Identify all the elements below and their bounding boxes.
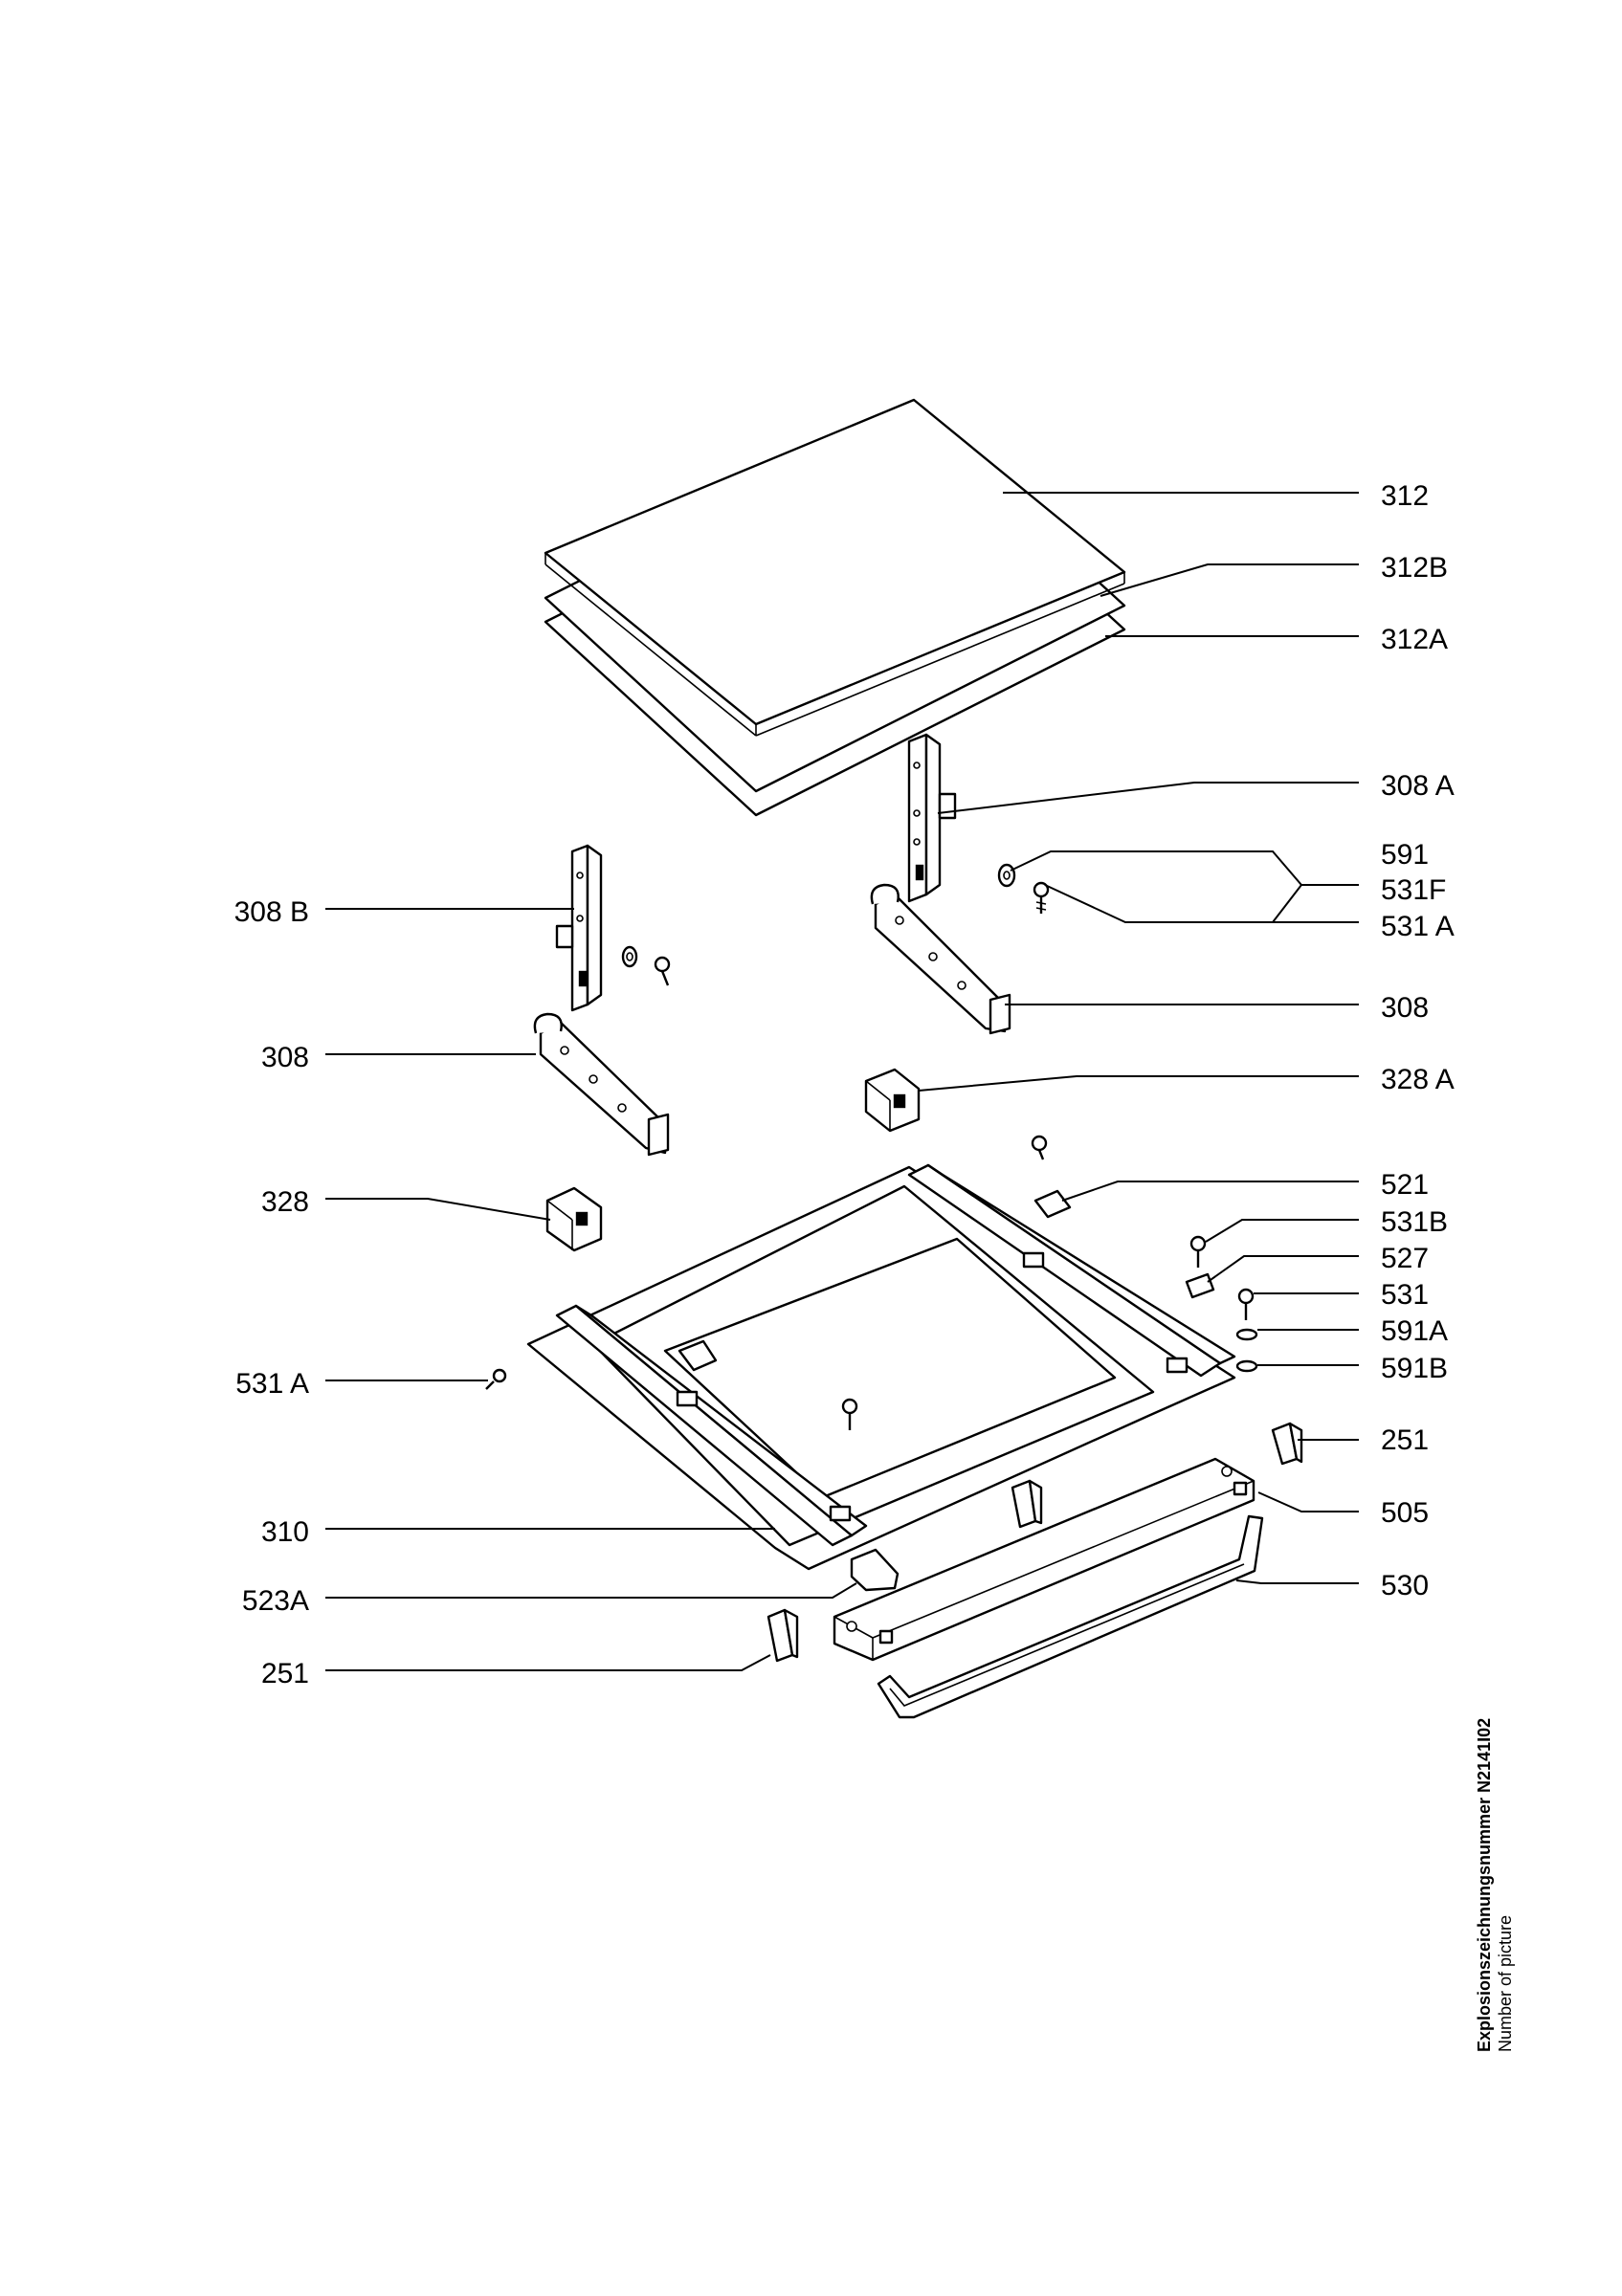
screw-frame-center [841,1398,858,1430]
label-591A: 591A [1381,1315,1448,1347]
clip-328 [545,1186,603,1252]
label-312A: 312A [1381,624,1448,655]
caption-title: Explosionszeichnungsnummer N2141I02 [1475,1717,1494,2052]
screw-531F [1033,881,1050,914]
glass-panel-312 [544,398,1126,737]
bracket-251-center [1011,1479,1043,1529]
door-frame-310 [526,1163,1236,1571]
callout-labels: 312 312B 312A 308 A 591 531F 531 A 308 B… [234,480,1455,1689]
washer-591A [1235,1328,1258,1341]
label-527: 527 [1381,1243,1429,1274]
handle-530 [877,1514,1264,1719]
hinge-bracket-308B [555,844,603,1012]
label-523A: 523A [242,1585,309,1617]
label-591B: 591B [1381,1353,1448,1384]
label-531A-right: 531 A [1381,911,1455,942]
label-531B: 531B [1381,1206,1448,1238]
label-308-right: 308 [1381,992,1429,1024]
hinge-arm-308-right [870,883,1011,1035]
label-591: 591 [1381,839,1429,871]
label-505: 505 [1381,1497,1429,1529]
washer-591B [1235,1359,1258,1373]
label-521: 521 [1381,1169,1429,1201]
label-308B: 308 B [234,896,309,928]
pad-521 [1033,1189,1072,1219]
leader-lines [325,492,1359,1671]
label-310: 310 [261,1516,309,1548]
clip-328A [864,1068,921,1133]
label-308A: 308 A [1381,770,1455,802]
label-312: 312 [1381,480,1429,512]
label-531F: 531F [1381,874,1446,906]
screw-left [654,956,671,986]
label-251-right: 251 [1381,1424,1429,1456]
label-530: 530 [1381,1570,1429,1601]
bracket-251-right [1271,1422,1303,1466]
screw-531A-left [485,1368,507,1390]
label-531A-left: 531 A [235,1368,309,1400]
hinge-bracket-308A [907,733,957,903]
screw-531B [1189,1235,1207,1268]
label-328A: 328 A [1381,1064,1455,1095]
caption-subtitle: Number of picture [1496,1914,1515,2052]
hinge-arm-308-left [533,1012,670,1157]
bar-505 [833,1457,1255,1662]
label-251-left: 251 [261,1658,309,1689]
catch-523A [850,1548,900,1592]
nut-527 [1185,1272,1215,1299]
washer-591 [997,863,1016,888]
screw-top [1031,1135,1048,1160]
label-328: 328 [261,1186,309,1218]
screw-531 [1237,1288,1255,1320]
label-308-left: 308 [261,1042,309,1073]
washer-left [621,945,638,968]
label-312B: 312B [1381,552,1448,584]
bracket-251-left [767,1608,799,1663]
label-531: 531 [1381,1279,1429,1311]
